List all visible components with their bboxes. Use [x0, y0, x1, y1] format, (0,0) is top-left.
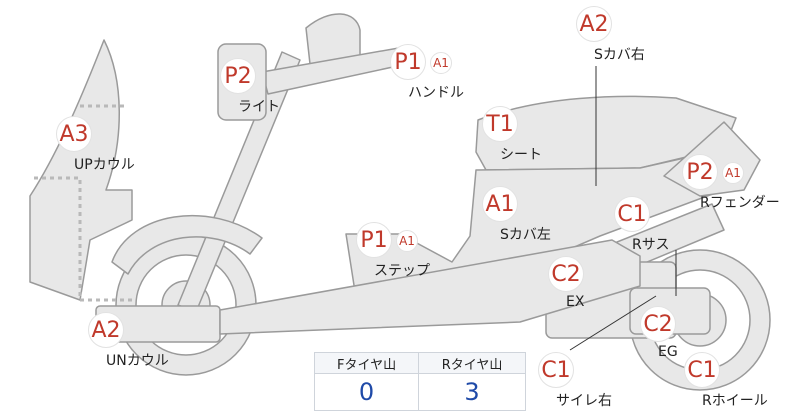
- front-fender: [111, 214, 263, 275]
- tread-value-row: 0 3: [313, 373, 526, 411]
- damage-code-badge: A2: [88, 312, 124, 348]
- rear-tread-header: Rタイヤ山: [418, 352, 526, 374]
- damage-code-badge: C1: [614, 196, 650, 232]
- damage-code-badge: P2: [682, 154, 718, 190]
- damage-code-badge: P2: [220, 58, 256, 94]
- damage-code-badge: A3: [56, 116, 92, 152]
- floor-board: [219, 239, 641, 335]
- secondary-code-badge: A1: [396, 230, 418, 252]
- damage-code-badge: P1: [390, 44, 426, 80]
- damage-code-badge: T1: [482, 106, 518, 142]
- part-label: UPカウル: [74, 157, 135, 173]
- leader-silencer-right: [569, 295, 657, 351]
- part-label: Rサス: [632, 237, 670, 253]
- rear-tread-value: 3: [418, 373, 526, 411]
- part-label: シート: [500, 147, 542, 163]
- secondary-code-badge: A1: [430, 52, 452, 74]
- part-label: UNカウル: [106, 353, 169, 369]
- part-label: Sカバ右: [594, 47, 645, 63]
- damage-code-badge: A1: [482, 186, 518, 222]
- secondary-code-badge: A1: [722, 162, 744, 184]
- damage-code-badge: C2: [640, 306, 676, 342]
- part-label: Rホイール: [702, 393, 768, 409]
- part-label: ライト: [238, 99, 280, 115]
- windscreen: [305, 13, 361, 65]
- part-label: ハンドル: [408, 85, 464, 101]
- front-tread-header: Fタイヤ山: [313, 352, 420, 374]
- part-label: Sカバ左: [500, 227, 551, 243]
- damage-code-badge: C2: [548, 256, 584, 292]
- part-label: EX: [566, 294, 585, 310]
- damage-code-badge: C1: [684, 352, 720, 388]
- damage-code-badge: A2: [576, 6, 612, 42]
- part-label: サイレ右: [556, 393, 612, 409]
- cowl-seam-middle: [34, 176, 132, 302]
- tread-header-row: Fタイヤ山 Rタイヤ山: [313, 352, 526, 374]
- damage-code-badge: P1: [356, 222, 392, 258]
- tire-tread-table: Fタイヤ山 Rタイヤ山 0 3: [313, 352, 526, 411]
- damage-code-badge: C1: [538, 352, 574, 388]
- part-label: Rフェンダー: [700, 195, 780, 211]
- part-label: ステップ: [374, 263, 430, 279]
- front-tread-value: 0: [313, 373, 420, 411]
- part-label: EG: [658, 344, 678, 360]
